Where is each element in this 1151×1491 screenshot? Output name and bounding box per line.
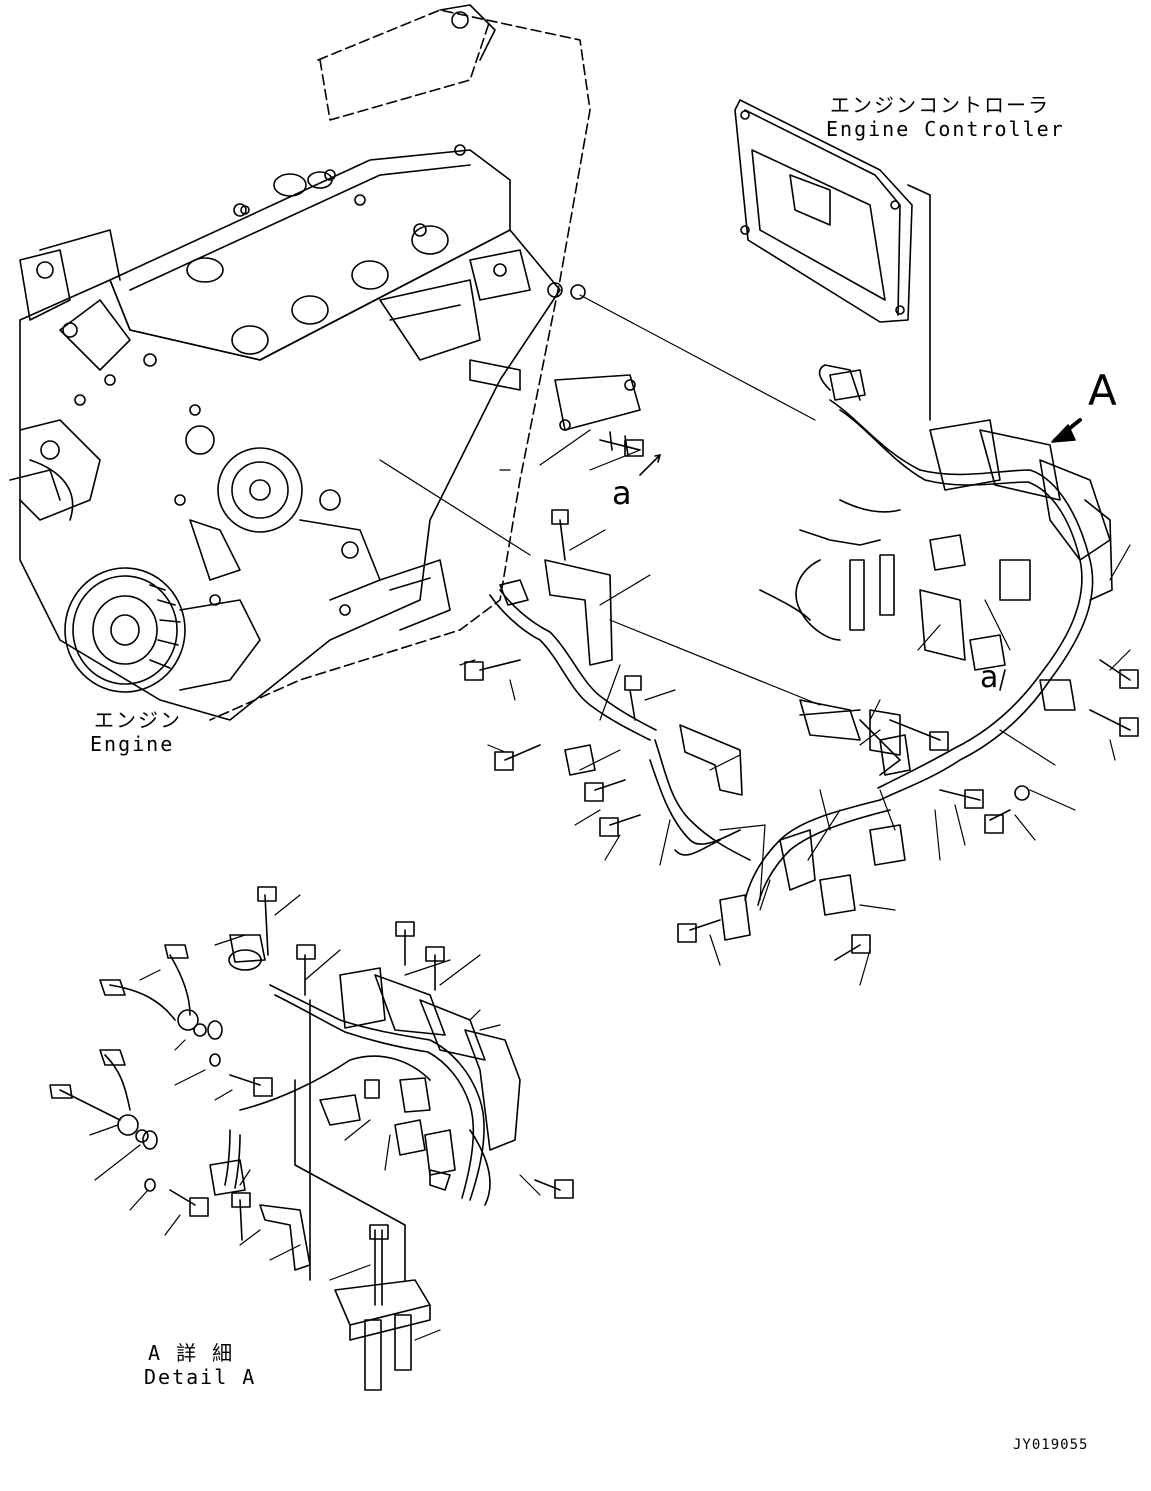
reference-mark-a-upper: a bbox=[612, 474, 632, 512]
wiring-harness-drawing bbox=[489, 364, 1113, 941]
bolts bbox=[464, 431, 1139, 961]
detail-a-drawing bbox=[49, 886, 574, 1391]
leader-lines bbox=[379, 294, 1131, 986]
engine-label-jp: エンジン bbox=[94, 708, 182, 732]
ref-arrow-upper bbox=[639, 454, 661, 476]
drawing-number: JY019055 bbox=[1013, 1437, 1089, 1453]
detail-a-label-en: Detail A bbox=[144, 1365, 257, 1389]
engine-controller-label-jp: エンジンコントローラ bbox=[830, 93, 1050, 117]
detail-a-label-jp: A 詳 細 bbox=[148, 1341, 235, 1365]
engine-label-en: Engine bbox=[90, 732, 175, 756]
engine-controller-label-en: Engine Controller bbox=[826, 117, 1065, 141]
engine-drawing bbox=[9, 4, 591, 721]
view-arrow-letter: A bbox=[1088, 366, 1117, 415]
reference-mark-a-lower: a bbox=[980, 660, 999, 695]
ref-arrowhead-upper bbox=[654, 454, 661, 463]
ref-arrow-lower bbox=[999, 669, 1006, 691]
view-arrow bbox=[1051, 418, 1082, 443]
engine-controller-drawing bbox=[734, 99, 931, 421]
